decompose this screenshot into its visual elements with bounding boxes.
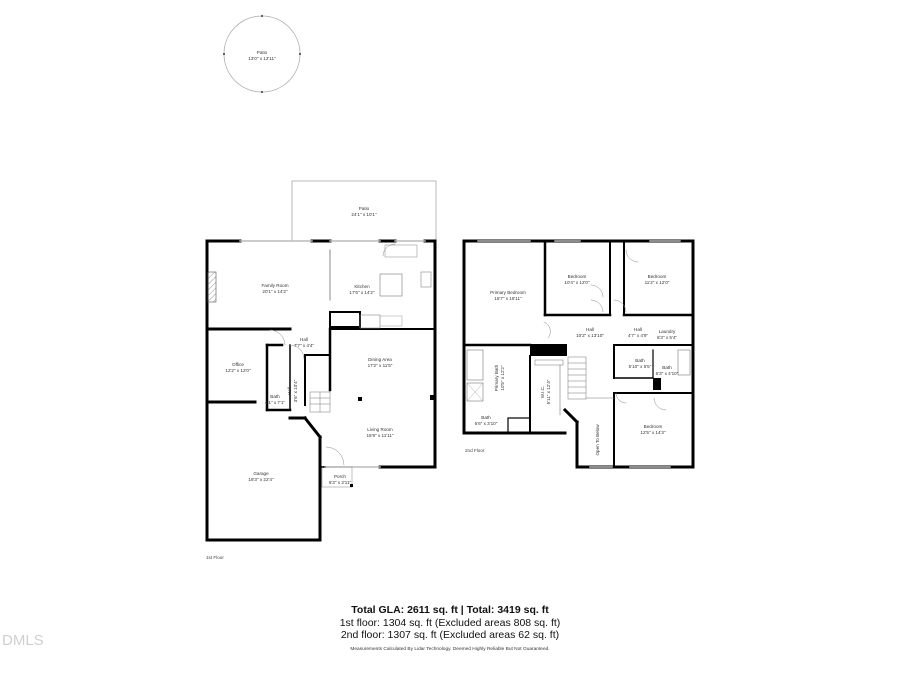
primary-bath-label: Primary Bath 10'5" x 12'2"	[494, 364, 505, 392]
upper-hall-label: Hall 10'2" x 13'10"	[576, 327, 604, 338]
second-floor-walls	[462, 239, 695, 469]
primary-bedroom-label: Primary Bedroom 15'7" x 16'11"	[490, 290, 526, 301]
jack-bath-label: Bath 6'3" x 4'10"	[655, 365, 679, 376]
first-floor-caption: 1st Floor	[206, 555, 224, 560]
open-to-below-label: Open To Below	[595, 424, 600, 456]
bedroom-2-label: Bedroom 10'4" x 12'0"	[564, 274, 590, 285]
rear-patio-label: Patio 24'1" x 10'1"	[351, 206, 377, 217]
hall-label: Hall 7'7" x 4'4"	[293, 337, 315, 348]
primary-toilet-label: Bath 6'6" x 3'10"	[474, 415, 498, 426]
family-room-label: Family Room 20'1" x 14'2"	[261, 283, 289, 294]
watermark-logo: DMLS	[2, 632, 44, 649]
first-floor-walls	[205, 239, 437, 542]
hall-bath-label: Bath 5'10" x 5'5"	[628, 358, 652, 369]
small-hall-label: Hall 4'7" x 4'9"	[627, 327, 649, 338]
laundry-label: Laundry 6'3" x 5'4"	[656, 329, 678, 340]
dining-area-label: Dining Area 17'2" x 11'5"	[367, 357, 393, 368]
office-label: Office 12'2" x 12'0"	[225, 362, 251, 373]
second-floor-area: 2nd floor: 1307 sq. ft (Excluded areas 6…	[340, 629, 560, 641]
total-gla: Total GLA: 2611 sq. ft | Total: 3419 sq.…	[351, 604, 549, 616]
porch-label: Porch 6'3" x 3'11"	[328, 474, 352, 485]
living-room-label: Living Room 18'9" x 11'11"	[366, 427, 394, 438]
bedroom-4-label: Bedroom 12'5" x 14'3"	[640, 424, 666, 435]
wic-label: W.I.C. 5'11" x 12'4"	[540, 379, 551, 405]
bedroom-3-label: Bedroom 11'2" x 12'0"	[644, 274, 670, 285]
round-patio-shape	[223, 15, 301, 93]
measurement-disclaimer: Measurements Calculated By Lidar Technol…	[350, 647, 550, 652]
kitchen-label: Kitchen 17'6" x 14'2"	[349, 284, 375, 295]
garage-label: Garage 18'3" x 22'4"	[248, 471, 274, 482]
second-floor-caption: 2nd Floor	[465, 448, 485, 453]
first-floor-area: 1st floor: 1304 sq. ft (Excluded areas 8…	[339, 617, 561, 629]
half-bath-label: Bath 4'1" x 7'1"	[264, 394, 286, 405]
hall-small-label: Hall 3'6" x 10'4"	[287, 379, 298, 403]
round-patio-label: Patio 13'0" x 12'11"	[248, 50, 276, 61]
area-summary: Total GLA: 2611 sq. ft | Total: 3419 sq.…	[300, 604, 600, 652]
